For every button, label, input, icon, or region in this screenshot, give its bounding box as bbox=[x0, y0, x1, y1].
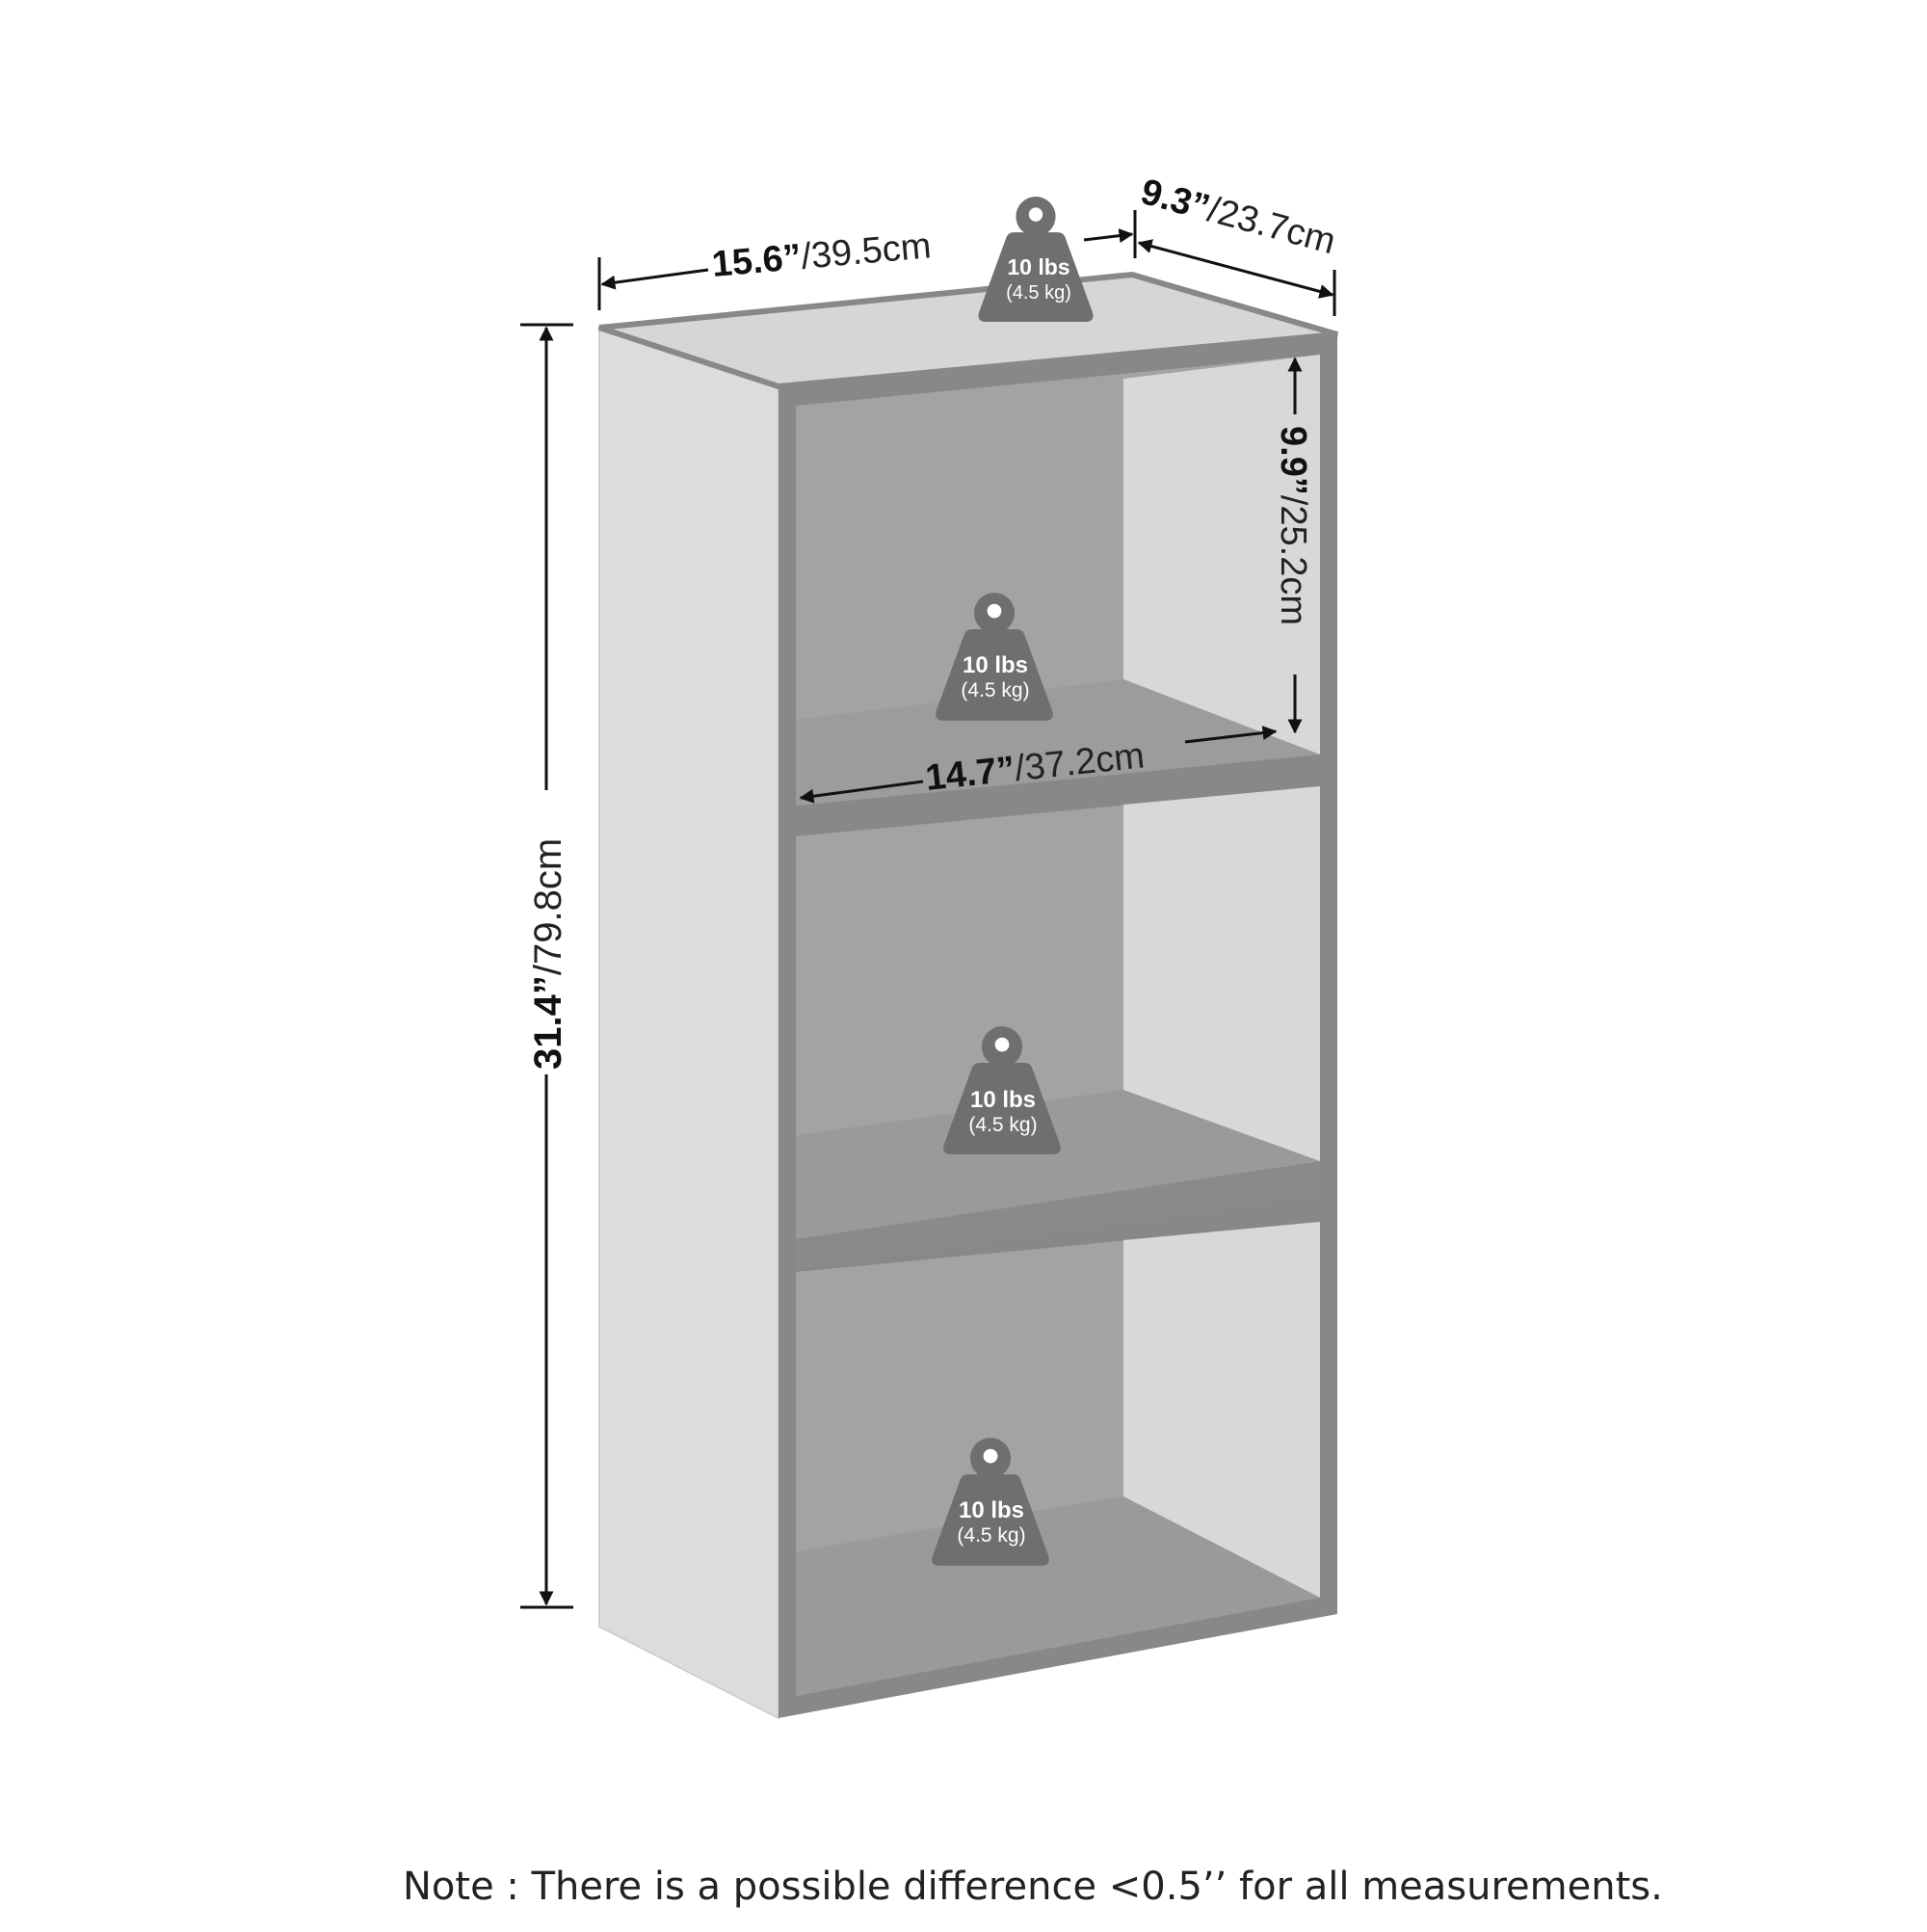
depth-imperial: 9.3” bbox=[1137, 172, 1214, 228]
shelf-height-metric: /25.2cm bbox=[1273, 495, 1313, 625]
inner-width-arrow-left bbox=[799, 780, 924, 804]
depth-metric: /23.7cm bbox=[1203, 190, 1339, 263]
weight-icon-middle-shelf: 10 lbs (4.5 kg) bbox=[943, 1026, 1061, 1154]
weight-middle-kg: (4.5 kg) bbox=[968, 1114, 1037, 1136]
shelf-height-imperial: 9.9” bbox=[1273, 426, 1313, 495]
depth-label: 9.3”/23.7cm bbox=[1137, 172, 1340, 262]
compartment-bottom bbox=[796, 1222, 1320, 1696]
weight-middle-lbs: 10 lbs bbox=[970, 1087, 1036, 1113]
weight-icon-top: 10 lbs (4.5 kg) bbox=[978, 197, 1094, 322]
height-label: 31.4”/79.8cm bbox=[527, 838, 569, 1070]
width-imperial: 15.6” bbox=[710, 237, 803, 285]
side-panel bbox=[598, 326, 779, 1720]
inner-width-imperial: 14.7” bbox=[924, 749, 1017, 798]
height-imperial: 31.4” bbox=[527, 975, 569, 1070]
shelf-height-label: 9.9”/25.2cm bbox=[1273, 426, 1313, 625]
weight-icon-upper-shelf: 10 lbs (4.5 kg) bbox=[936, 593, 1053, 721]
width-arrow-left bbox=[600, 268, 709, 290]
weight-upper-kg: (4.5 kg) bbox=[961, 679, 1029, 701]
weight-icon-bottom-shelf: 10 lbs (4.5 kg) bbox=[932, 1438, 1049, 1566]
weight-top-kg: (4.5 kg) bbox=[1006, 282, 1071, 304]
weight-upper-lbs: 10 lbs bbox=[963, 652, 1028, 678]
inner-width-arrow-right bbox=[1184, 726, 1278, 744]
depth-arrow bbox=[1137, 239, 1334, 299]
weight-bottom-kg: (4.5 kg) bbox=[957, 1524, 1025, 1547]
bookcase bbox=[598, 271, 1338, 1720]
width-arrow-right bbox=[1083, 228, 1134, 244]
weight-top-lbs: 10 lbs bbox=[1007, 254, 1069, 279]
width-metric: /39.5cm bbox=[800, 225, 933, 278]
height-metric: /79.8cm bbox=[527, 838, 569, 975]
width-label: 15.6”/39.5cm bbox=[710, 225, 933, 285]
compartment-top bbox=[796, 355, 1320, 806]
dimension-lines bbox=[520, 210, 1336, 1609]
weight-bottom-lbs: 10 lbs bbox=[959, 1497, 1024, 1523]
compartment-middle bbox=[796, 786, 1320, 1270]
measurement-note: Note : There is a possible difference <0… bbox=[403, 1865, 1663, 1909]
